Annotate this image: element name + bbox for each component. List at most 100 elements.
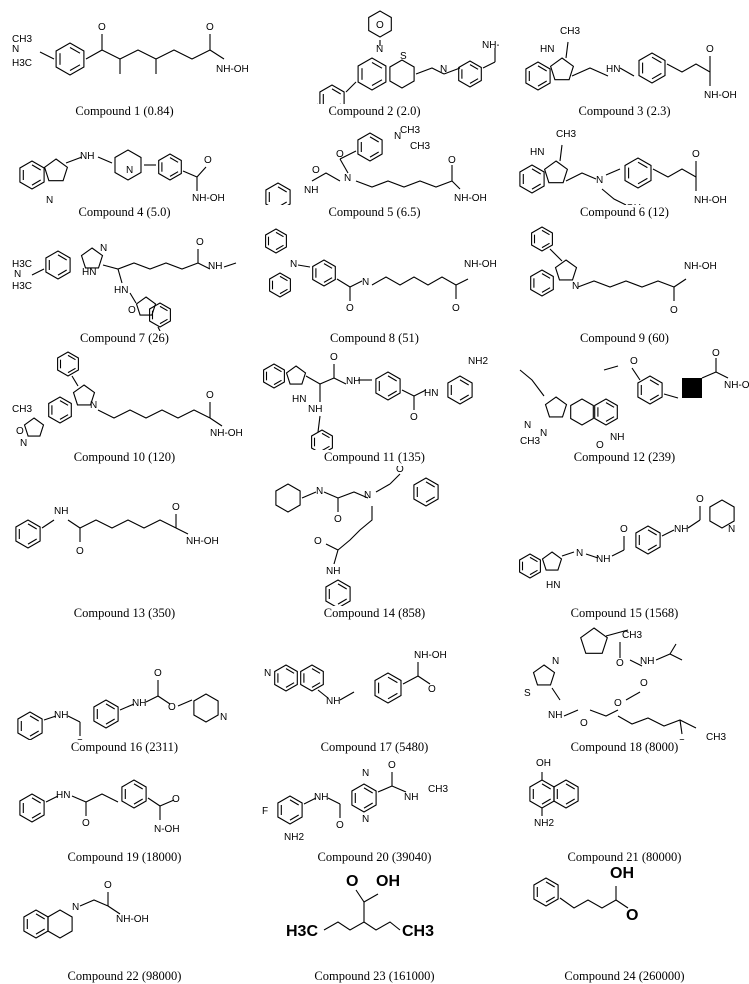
- atom-label: O: [346, 873, 358, 890]
- atom-label: N: [14, 269, 21, 280]
- atom-label: NH-OH: [186, 536, 219, 547]
- compound-caption: Compound 10 (120): [73, 450, 176, 464]
- compound-caption: Compound 3 (2.3): [578, 104, 671, 118]
- atom-label: O: [314, 536, 322, 547]
- atom-label: NH: [326, 566, 340, 577]
- atom-label: O: [640, 678, 648, 689]
- structure-diagram: CH3ONHSNNHOOOOCH3: [524, 627, 726, 740]
- atom-label: N: [394, 131, 401, 142]
- atom-label: NH: [54, 710, 68, 721]
- atom-label: NH: [640, 656, 654, 667]
- atom-label: N: [90, 400, 97, 411]
- atom-label: O: [410, 412, 418, 423]
- atom-label: NH2: [284, 832, 304, 843]
- atom-label: CH3: [428, 784, 448, 795]
- atom-label: NH-OH: [482, 40, 499, 51]
- structure-diagram: ONCH3CH3NONH-OH: [12, 351, 243, 449]
- atom-label: O: [616, 658, 624, 669]
- atom-label: H3C: [12, 259, 32, 270]
- atom-label: CH3: [556, 129, 576, 140]
- atom-label: NH: [304, 185, 318, 196]
- atom-label: O: [614, 698, 622, 709]
- atom-label: CH3: [400, 125, 420, 136]
- atom-label: NH: [314, 792, 328, 803]
- atom-label: N: [316, 486, 323, 497]
- atom-label: N-OH: [154, 824, 180, 835]
- structure-diagram: NONOONHNH2: [275, 466, 439, 606]
- atom-label: N: [440, 64, 447, 75]
- atom-label: O: [206, 22, 214, 33]
- atom-label: O: [330, 352, 338, 363]
- atom-label: O: [196, 237, 204, 248]
- atom-label: O: [154, 668, 162, 679]
- atom-label: NH-OH: [454, 193, 487, 204]
- compound-caption: Compound 23 (161000): [314, 969, 435, 983]
- structure-diagram: ONSH3CONNH-OH: [317, 10, 499, 104]
- atom-label: OH: [626, 203, 641, 205]
- compound-caption: Compound 15 (1568): [570, 606, 679, 620]
- atom-label: NH: [80, 151, 94, 162]
- atom-label: N: [290, 259, 297, 270]
- compound-caption: Compound 19 (18000): [67, 850, 182, 864]
- atom-label: N: [576, 548, 583, 559]
- atom-label: N: [362, 277, 369, 288]
- atom-label: N: [572, 281, 579, 292]
- atom-label: O: [596, 440, 604, 450]
- atom-label: HN: [56, 790, 70, 801]
- compound-caption: Compound 16 (2311): [70, 740, 179, 754]
- atom-label: O: [336, 149, 344, 160]
- atom-label: OH: [610, 865, 634, 882]
- atom-label: N: [100, 243, 107, 254]
- atom-label: O: [168, 702, 176, 713]
- atom-label: NH: [132, 698, 146, 709]
- atom-label: NH-OH: [694, 195, 727, 205]
- atom-label: O: [678, 738, 686, 740]
- compound-caption: Compound 24 (260000): [564, 969, 685, 983]
- compound-caption: Compound 12 (239): [573, 450, 676, 464]
- atom-label: S: [524, 688, 531, 699]
- atom-label: H3C: [12, 58, 32, 69]
- atom-label: N: [126, 165, 133, 176]
- atom-label: NH: [208, 261, 222, 272]
- atom-label: F: [262, 806, 268, 817]
- atom-label: N: [364, 490, 371, 501]
- atom-label: O: [206, 390, 214, 401]
- atom-label: NH-OH: [210, 428, 243, 439]
- atom-label: NH-OH: [684, 261, 717, 272]
- atom-label: NH: [404, 792, 418, 803]
- atom-label: NH: [610, 432, 624, 443]
- atom-label: NH2: [468, 356, 488, 367]
- atom-label: O: [16, 426, 24, 437]
- atom-label: HN: [292, 394, 306, 405]
- atom-label: O: [452, 303, 460, 314]
- compound-caption: Compound 2 (2.0): [328, 104, 421, 118]
- atom-label: O: [76, 546, 84, 557]
- atom-label: NH-OH: [704, 90, 737, 101]
- atom-label: O: [204, 155, 212, 166]
- atom-label: CH3: [402, 923, 434, 940]
- atom-label: O: [172, 502, 180, 513]
- compound-caption: Compound 17 (5480): [320, 740, 429, 754]
- atom-label: CH3: [706, 732, 726, 740]
- atom-label: NH: [326, 696, 340, 707]
- atom-label: NH: [548, 710, 562, 721]
- compound-cell: NH3CH3CHNNONHHNONCompound 7 (26): [0, 223, 249, 346]
